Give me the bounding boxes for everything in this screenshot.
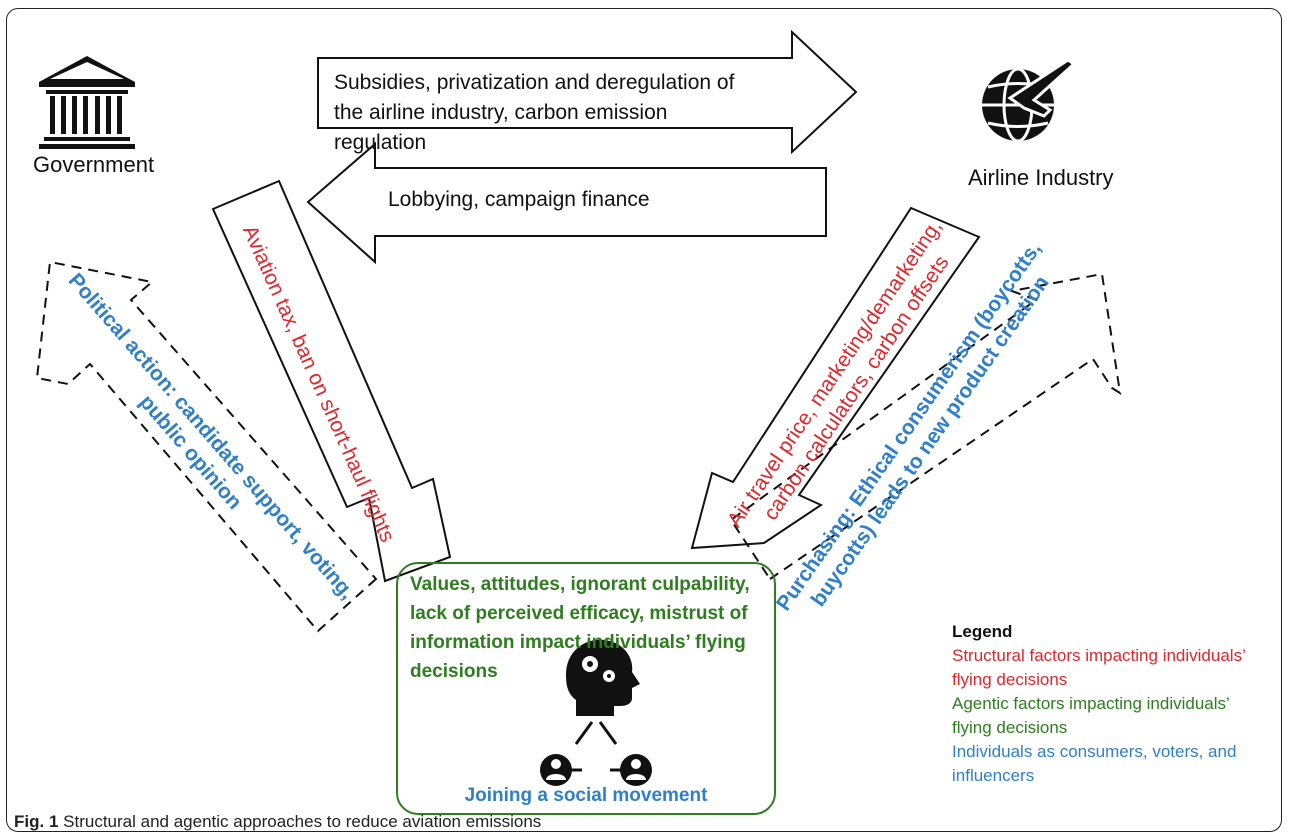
legend-title: Legend	[952, 622, 1013, 641]
figure-frame	[6, 8, 1282, 832]
social-movement-label: Joining a social movement	[464, 785, 708, 806]
individual-factors-text: Values, attitudes, ignorant culpability,…	[410, 574, 750, 682]
figure-caption: Fig. 1 Structural and agentic approaches…	[14, 812, 541, 832]
figure-caption-text: Structural and agentic approaches to red…	[63, 812, 542, 831]
figure-label: Fig. 1	[14, 812, 59, 831]
arrow-individuals-to-airline	[729, 272, 1122, 581]
arrow-gov-to-airline	[317, 29, 858, 155]
arrow-airline-to-gov	[306, 141, 827, 265]
arrow-airline-to-individuals	[690, 206, 981, 550]
airline-to-gov-label: Lobbying, campaign finance	[388, 188, 650, 211]
legend-individuals: Individuals as consumers, voters, and in…	[952, 742, 1237, 785]
gov-to-airline-label: Subsidies, privatization and deregulatio…	[334, 71, 735, 154]
individual-factors-box: Values, attitudes, ignorant culpability,…	[396, 562, 776, 815]
people-network-icon	[540, 721, 652, 786]
arrow-gov-to-individuals	[211, 179, 452, 583]
globe-airplane-icon	[982, 58, 1077, 143]
airline-industry-label: Airline Industry	[968, 165, 1114, 190]
arrow-individuals-to-gov	[35, 260, 378, 633]
legend-structural: Structural factors impacting individuals…	[952, 646, 1246, 689]
head-gears-icon	[566, 639, 640, 716]
legend: Legend Structural factors impacting indi…	[952, 620, 1272, 788]
legend-agentic: Agentic factors impacting individuals’ f…	[952, 694, 1230, 737]
bank-building-icon	[39, 56, 135, 149]
government-label: Government	[33, 152, 155, 177]
